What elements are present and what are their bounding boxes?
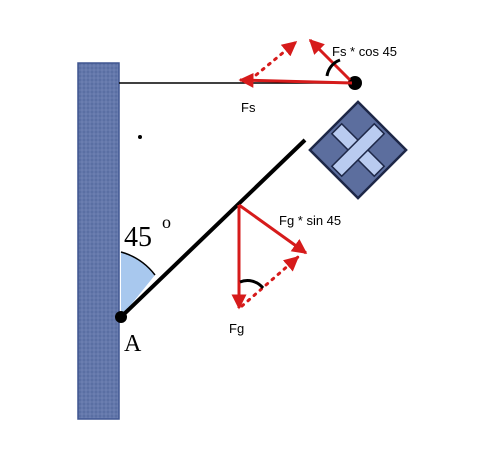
angle-wedge xyxy=(121,252,155,317)
wall xyxy=(77,62,120,420)
label-angle: 45 xyxy=(124,222,152,253)
fs-cos-arrow xyxy=(308,38,352,82)
label-fg-sin: Fg * sin 45 xyxy=(279,213,341,228)
angle-arc xyxy=(120,251,156,276)
pivot-dot xyxy=(115,311,127,323)
fs-angle-marker xyxy=(325,58,341,77)
label-fs: Fs xyxy=(241,100,256,115)
label-pivot-a: A xyxy=(124,331,142,357)
fs-dotted-component xyxy=(248,40,298,82)
box xyxy=(308,100,408,200)
rod xyxy=(119,138,307,319)
fs-arrow xyxy=(238,72,353,88)
label-angle-unit: o xyxy=(162,212,171,232)
small-dot xyxy=(138,135,142,139)
fg-angle-marker xyxy=(239,279,265,290)
fg-sin-arrow xyxy=(238,203,308,255)
label-fg: Fg xyxy=(229,321,244,336)
cable-end-dot xyxy=(348,76,362,90)
label-fs-cos: Fs * cos 45 xyxy=(332,44,397,59)
